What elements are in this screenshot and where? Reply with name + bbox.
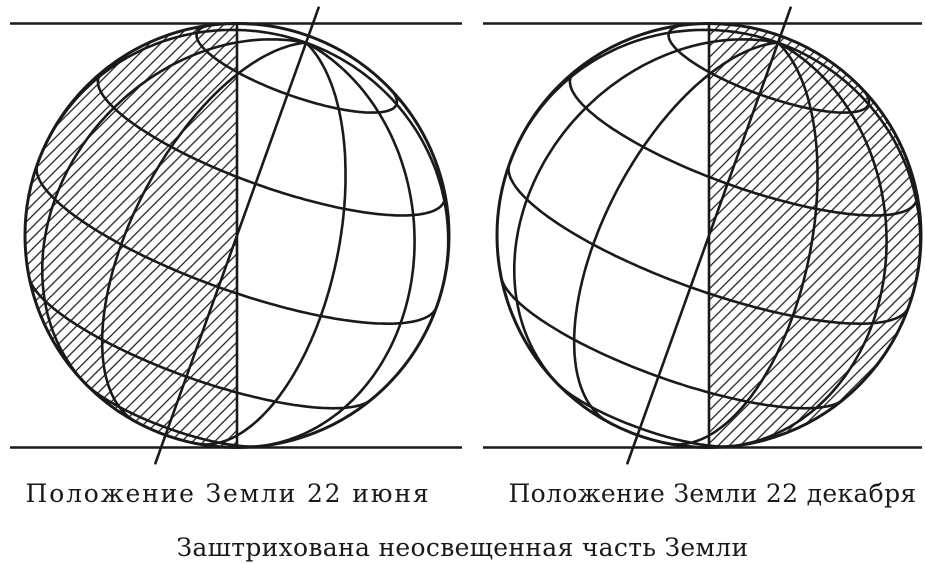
- globe-june-22: [10, 8, 462, 464]
- meridian-60e: [256, 43, 415, 447]
- caption-december-container: Положение Земли 22 декабря: [500, 479, 925, 509]
- caption-note-container: Заштрихована неосвещенная часть Земли: [0, 533, 925, 563]
- globe-december-22: [483, 8, 922, 464]
- caption-december: Положение Земли 22 декабря: [508, 479, 916, 509]
- caption-june-container: Положение Земли 22 июня: [0, 479, 456, 509]
- caption-june: Положение Земли 22 июня: [26, 479, 431, 509]
- meridian-90e: [306, 43, 448, 307]
- caption-hatching-note: Заштрихована неосвещенная часть Земли: [177, 533, 749, 563]
